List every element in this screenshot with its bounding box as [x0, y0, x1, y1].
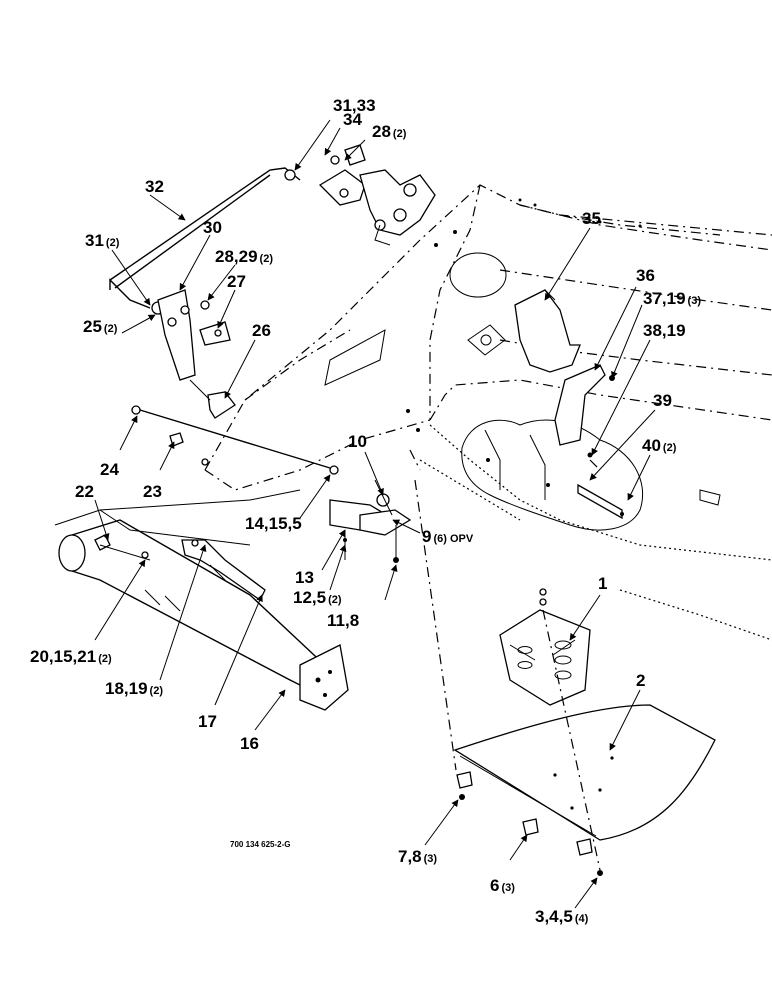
callout-32: 32 [145, 177, 164, 196]
callout-23: 23 [143, 482, 162, 501]
callout-24: 24 [100, 460, 119, 479]
callout-31-33: 31,33 [333, 96, 376, 115]
callout-31: 31(2) [85, 231, 120, 250]
callout-37-19: 37,19(3) [643, 289, 701, 308]
callout-labels: 31,33 34 28(2) 32 30 31(2) 28,29(2) 27 2… [30, 96, 701, 926]
callout-40: 40(2) [642, 436, 677, 455]
callout-38-19: 38,19 [643, 321, 686, 340]
callout-34: 34 [343, 110, 362, 129]
callout-1: 1 [598, 574, 607, 593]
callout-9: 9(6) OPV [422, 527, 474, 546]
rod-39 [577, 483, 624, 520]
callout-26: 26 [252, 321, 271, 340]
part-26 [189, 379, 236, 419]
callout-25: 25(2) [83, 317, 118, 336]
wear-clips [456, 771, 603, 876]
arm-17 [181, 539, 266, 601]
callout-7-8: 7,8(3) [398, 847, 437, 866]
callout-28-29: 28,29(2) [215, 247, 273, 266]
spring-bolt-stack [329, 465, 412, 563]
skid-plate-2 [453, 704, 716, 841]
callout-39: 39 [653, 391, 672, 410]
callout-14-15-5: 14,15,5 [245, 514, 302, 533]
callout-2: 2 [636, 671, 645, 690]
shoe-35 [514, 289, 581, 373]
alignment-lines [409, 449, 601, 871]
callout-16: 16 [240, 734, 259, 753]
callout-11-8: 11,8 [327, 611, 359, 630]
header-frame [204, 184, 772, 641]
leader-lines [94, 119, 656, 909]
callout-36: 36 [636, 266, 655, 285]
callout-20-15-21: 20,15,21(2) [30, 647, 112, 666]
callout-17: 17 [198, 712, 217, 731]
callout-28: 28(2) [372, 122, 407, 141]
callout-6: 6(3) [490, 876, 515, 895]
callout-30: 30 [203, 218, 222, 237]
callout-35: 35 [582, 209, 601, 228]
bolt-24-bushing-23 [131, 405, 331, 469]
callout-12-5: 12,5(2) [293, 588, 342, 607]
callout-10: 10 [348, 432, 367, 451]
shoe-36 [554, 364, 615, 458]
guide-outline [54, 489, 301, 546]
callout-3-4-5: 3,4,5(4) [535, 907, 589, 926]
callout-22: 22 [75, 482, 94, 501]
part-27 [199, 321, 231, 346]
pivot-bracket-upper [318, 144, 436, 246]
drawing-number: 700 134 625-2-G [230, 840, 291, 849]
broken-section [461, 419, 721, 531]
bracket-30 [157, 289, 210, 381]
rod-assembly [109, 167, 301, 315]
callout-13: 13 [295, 568, 314, 587]
shoe-bracket-1 [499, 588, 591, 706]
callout-18-19: 18,19(2) [105, 679, 163, 698]
callout-27: 27 [227, 272, 246, 291]
